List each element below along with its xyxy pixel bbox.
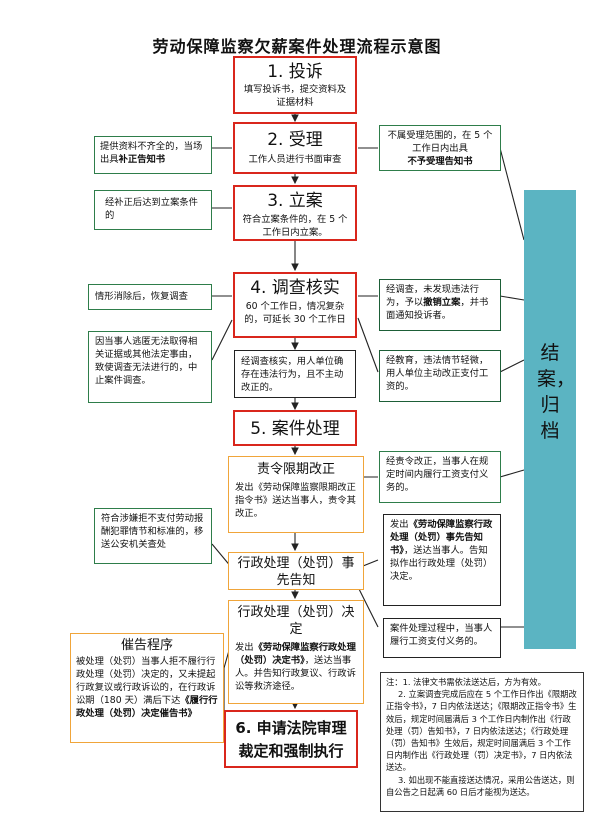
supplement-text: 经补正后达到立案条件的 <box>105 197 198 221</box>
decision-text: 发出《劳动保障监察行政处理（处罚）决定书》，送达当事人。并告知行政复议、行政诉讼… <box>235 641 357 693</box>
decision-doc-name: 《劳动保障监察行政处理（处罚）决定书》 <box>235 642 356 666</box>
urge-box: 催告程序 被处理（处罚）当事人拒不履行行政处理（处罚）决定的，又未提起行政复议或… <box>70 633 224 743</box>
archive-sidebar: 结案，归档 <box>524 190 576 649</box>
order-text: 发出《劳动保障监察限期改正指令书》送达当事人，责令其改正。 <box>235 482 356 519</box>
fulfilled-box: 案件处理过程中，当事人履行工资支付义务的。 <box>383 618 501 658</box>
not-accept-text: 不属受理范围的，在 5 个工作日内出具不予受理告知书 <box>386 129 494 168</box>
step-file-body: 符合立案条件的，在 5 个工作日内立案。 <box>242 214 348 238</box>
transfer-box: 符合涉嫌拒不支付劳动报酬犯罪情节和标准的，移送公安机关查处 <box>94 508 212 564</box>
revoke-case-label: 撤销立案 <box>423 297 461 308</box>
line-minor <box>357 317 379 373</box>
urge-text: 被处理（处罚）当事人拒不履行行政处理（处罚）决定的，又未提起行政复议或行政诉讼的… <box>76 655 218 720</box>
pre-notice-text-1: 发出 <box>390 519 409 530</box>
note-3: 3. 如出现不能直接送达情况，采用公告送达，则自公告之日起满 60 日后才能视为… <box>386 774 575 797</box>
supplement-box: 经补正后达到立案条件的 <box>94 190 212 230</box>
step-court-head: 6. 申请法院审理裁定和强制执行 <box>235 719 347 760</box>
step-complaint-body: 填写投诉书，提交资料及证据材料 <box>243 84 347 108</box>
step-file-head: 3. 立案 <box>267 191 323 211</box>
no-violation-box: 经调查，未发现违法行为，予以撤销立案，并书面通知投诉者。 <box>379 279 501 331</box>
decision-head: 行政处理（处罚）决定 <box>237 605 355 637</box>
step-accept-head: 2. 受理 <box>267 130 323 150</box>
step-handle: 5. 案件处理 <box>233 410 357 446</box>
decision-box: 行政处理（处罚）决定 发出《劳动保障监察行政处理（处罚）决定书》，送达当事人。并… <box>228 600 364 704</box>
step-investigate: 4. 调查核实 60 个工作日，情况复杂的，可延长 30 个工作日 <box>233 272 357 338</box>
verified-text: 经调查核实，用人单位确存在违法行为，且不主动改正的。 <box>241 356 344 393</box>
fulfilled-text: 案件处理过程中，当事人履行工资支付义务的。 <box>390 623 493 647</box>
urge-text-1: 被处理（处罚）当事人拒不履行行政处理（处罚）决定的，又未提起行政复议或行政诉讼的… <box>76 656 216 706</box>
resume-box: 情形消除后，恢复调查 <box>88 284 212 310</box>
verified-box: 经调查核实，用人单位确存在违法行为，且不主动改正的。 <box>234 350 356 398</box>
note-2: 2. 立案调查完成后应在 5 个工作日作出《限期改正指令书》，7 日内依法送达；… <box>386 689 577 773</box>
no-violation-text-1: 经调查，未发现违法行为，予以 <box>386 284 479 308</box>
step-handle-head: 5. 案件处理 <box>250 419 340 439</box>
suspend-box: 因当事人逃匿无法取得相关证据或其他法定事由，致使调查无法进行的，中止案件调查。 <box>88 331 212 403</box>
resume-text: 情形消除后，恢复调查 <box>95 291 188 302</box>
step-accept-body: 工作人员进行书面审查 <box>248 154 342 165</box>
step-file: 3. 立案 符合立案条件的，在 5 个工作日内立案。 <box>233 185 357 241</box>
not-accept-text-1: 不属受理范围的，在 5 个工作日内出具 <box>387 130 493 154</box>
pre-notice-text: 发出《劳动保障监察行政处理（处罚）事先告知书》，送达当事人。告知拟作出行政处理（… <box>390 518 494 583</box>
corrected-text: 经责令改正，当事人在规定时间内履行工资支付义务的。 <box>386 456 489 493</box>
incomplete-box: 提供资料不齐全的，当场出具补正告知书 <box>94 136 212 174</box>
order-box: 责令限期改正 发出《劳动保障监察限期改正指令书》送达当事人，责令其改正。 <box>228 456 364 533</box>
page-title: 劳动保障监察欠薪案件处理流程示意图 <box>152 37 442 56</box>
not-accept-box: 不属受理范围的，在 5 个工作日内出具不予受理告知书 <box>379 125 501 171</box>
archive-label: 结案，归档 <box>537 342 576 442</box>
urge-doc-name: 《履行行政处理（处罚）决定催告书》 <box>76 695 218 719</box>
step-investigate-head: 4. 调查核实 <box>250 278 340 298</box>
line-to-archive-4 <box>499 469 525 478</box>
minor-box: 经教育，违法情节轻微，用人单位主动改正支付工资的。 <box>379 350 501 402</box>
line-to-archive-2 <box>499 295 525 301</box>
pre-notice-text-2: ，送达当事人。告知拟作出行政处理（处罚）决定。 <box>390 545 493 582</box>
step-court: 6. 申请法院审理裁定和强制执行 <box>224 710 358 768</box>
decision-text-1: 发出 <box>235 642 254 653</box>
not-accept-doc-name: 不予受理告知书 <box>407 156 473 167</box>
incomplete-doc-name: 补正告知书 <box>118 154 166 165</box>
transfer-text: 符合涉嫌拒不支付劳动报酬犯罪情节和标准的，移送公安机关查处 <box>101 513 204 550</box>
line-suspend <box>211 319 233 361</box>
line-to-archive-1 <box>499 147 525 241</box>
step-complaint-head: 1. 投诉 <box>267 62 323 82</box>
decision-text-2: ，送达当事人。并告知行政复议、行政诉讼等救济途径。 <box>235 655 356 692</box>
note-1: 注：1. 法律文书需依法送达后，方为有效。 <box>386 677 546 687</box>
order-head: 责令限期改正 <box>256 462 335 477</box>
no-violation-text-2: ，并书面通知投诉者。 <box>386 297 489 321</box>
line-to-archive-3 <box>499 359 525 373</box>
notes-box: 注：1. 法律文书需依法送达后，方为有效。 2. 立案调查完成后应在 5 个工作… <box>380 672 584 812</box>
no-violation-text: 经调查，未发现违法行为，予以撤销立案，并书面通知投诉者。 <box>386 283 494 322</box>
pre-notice-box: 发出《劳动保障监察行政处理（处罚）事先告知书》，送达当事人。告知拟作出行政处理（… <box>383 514 501 606</box>
corrected-box: 经责令改正，当事人在规定时间内履行工资支付义务的。 <box>379 451 501 503</box>
step-investigate-body: 60 个工作日，情况复杂的，可延长 30 个工作日 <box>244 301 346 325</box>
urge-head: 催告程序 <box>120 638 173 653</box>
incomplete-text-1: 提供资料不齐全的，当场出具 <box>100 141 203 165</box>
prenotice-head: 行政处理（处罚）事先告知 <box>237 556 355 588</box>
suspend-text: 因当事人逃匿无法取得相关证据或其他法定事由，致使调查无法进行的，中止案件调查。 <box>95 336 198 386</box>
pre-notice-doc-name: 《劳动保障监察行政处理（处罚）事先告知书》 <box>390 519 493 556</box>
prenotice-box: 行政处理（处罚）事先告知 <box>228 552 364 590</box>
step-accept: 2. 受理 工作人员进行书面审查 <box>233 122 357 174</box>
line-fulfilled <box>357 586 379 628</box>
incomplete-text: 提供资料不齐全的，当场出具补正告知书 <box>100 140 206 166</box>
minor-text: 经教育，违法情节轻微，用人单位主动改正支付工资的。 <box>386 355 489 392</box>
step-complaint: 1. 投诉 填写投诉书，提交资料及证据材料 <box>233 56 357 114</box>
